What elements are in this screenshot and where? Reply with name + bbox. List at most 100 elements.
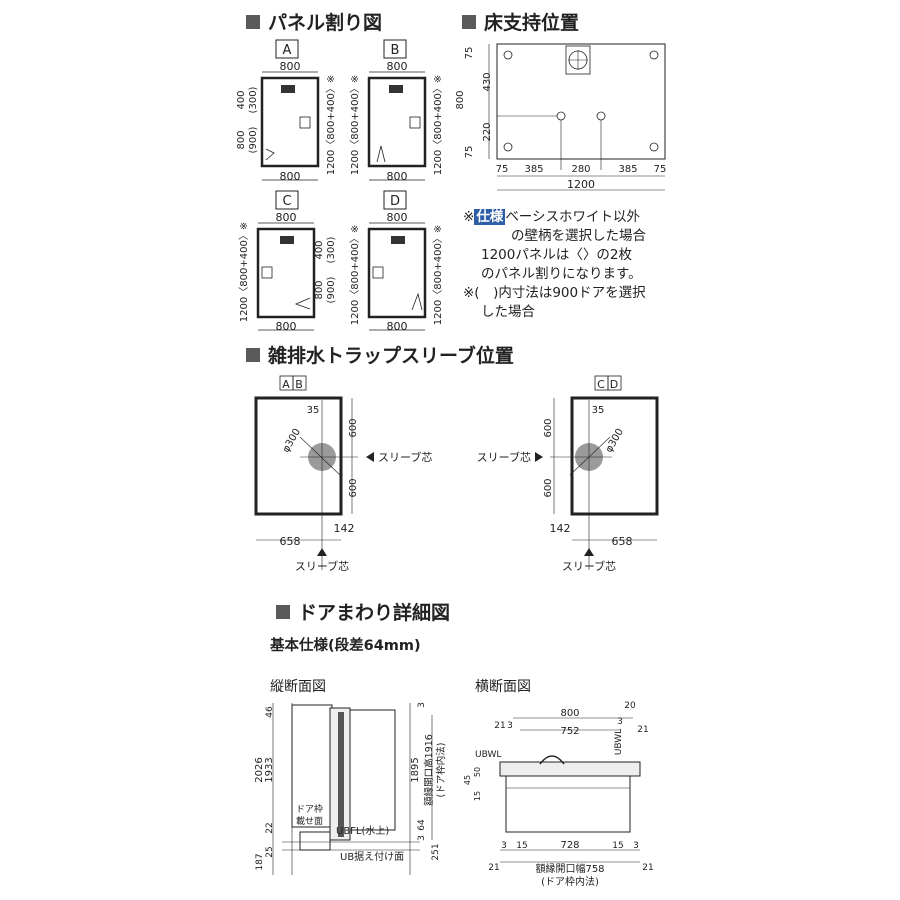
section-title-drain-text: 雑排水トラップスリーブ位置 <box>268 345 514 367</box>
section-title-door: ドアまわり詳細図 <box>276 598 450 625</box>
h-dim-b-3-left: 3 <box>501 841 507 851</box>
vertical-section-title: 縦断面図 <box>270 679 326 695</box>
panel-a-bottom-dim: 800 <box>280 170 301 183</box>
drain-left-diameter: φ300 <box>281 427 303 455</box>
v-dim-r-3-top: 3 <box>417 702 427 708</box>
panel-c-lower: 800 <box>314 280 325 299</box>
note-line-1: ※仕様ベーシスホワイト以外 <box>463 209 641 225</box>
panel-d-faucet-icon <box>391 236 405 244</box>
panel-b-height: 1200〈800+400〉※ <box>349 75 361 175</box>
v-dim-25: 25 <box>265 846 275 857</box>
h-dim-45: 45 <box>463 775 472 785</box>
panel-b-faucet-icon <box>389 85 403 93</box>
floor-dim-left-3: 220 <box>482 122 493 141</box>
panel-d-outline <box>367 227 427 319</box>
support-foot-icon <box>503 50 513 60</box>
floor-total-height: 800 <box>455 90 466 109</box>
panel-c-faucet-icon <box>280 236 294 244</box>
panel-d-height: 1200〈800+400〉※ <box>349 225 361 325</box>
h-opening-box <box>505 775 631 833</box>
section-square-icon <box>276 604 290 619</box>
h-dim-21-left-top: 21 <box>494 721 505 731</box>
panel-c-top-dim: 800 <box>276 211 297 224</box>
note-line-2: の壁柄を選択した場合 <box>511 228 646 244</box>
panel-c-letter: C <box>282 194 291 209</box>
panel-d-triangle-icon <box>411 292 423 311</box>
h-opening: 額縁開口幅758 <box>535 862 604 875</box>
v-dim-r-3-bottom: 3 <box>417 835 427 841</box>
vertical-door-panel <box>338 712 344 837</box>
vertical-base <box>299 831 331 851</box>
panel-b-height-right: 1200〈800+400〉※ <box>432 75 444 175</box>
drain-right-sleeve-core-bottom: スリーブ芯 <box>562 559 616 573</box>
floor-dim-left-1: 75 <box>464 47 475 60</box>
v-dim-187: 187 <box>255 853 265 870</box>
panel-c-box-icon <box>261 266 273 279</box>
horizontal-section: 800 752 20 21 3 3 21 UBWL UBWL 45 50 15 … <box>463 701 654 888</box>
v-dim-2026: 2026 <box>254 757 265 782</box>
panel-a-triangle-icon <box>265 148 275 161</box>
panel-c: C 800 800 1200〈800+400〉※ 400 (300) 800 (… <box>238 190 337 333</box>
panel-c-upper-alt: (300) <box>326 236 337 263</box>
h-door-frame <box>499 761 641 777</box>
vertical-bath-wall <box>349 709 396 831</box>
h-dim-3-left-top: 3 <box>507 721 513 731</box>
panel-c-height: 1200〈800+400〉※ <box>238 222 250 322</box>
h-dim-b-3-right: 3 <box>633 841 639 851</box>
panel-c-outline <box>256 227 316 319</box>
drain-box <box>565 45 591 75</box>
h-dim-728: 728 <box>560 840 579 851</box>
v-opening-sub: (ドア枠内法) <box>435 743 447 798</box>
panel-b-letter: B <box>391 43 400 58</box>
door-frame-label-2: 載せ面 <box>296 815 323 827</box>
section-title-drain: 雑排水トラップスリーブ位置 <box>246 341 514 368</box>
h-dim-21-right-top: 21 <box>637 725 648 735</box>
panel-b-outline <box>367 76 427 168</box>
drain-left-label-a: A <box>282 378 290 391</box>
panel-a-lower-alt: (900) <box>248 126 259 153</box>
h-dim-20: 20 <box>624 701 636 711</box>
floor-dim-bottom-2: 385 <box>524 164 543 175</box>
drain-left-35: 35 <box>307 405 320 416</box>
drain-left-600-top: 600 <box>348 418 359 437</box>
floor-outline <box>496 43 666 160</box>
v-dim-64: 64 <box>417 819 427 831</box>
ubwl-left: UBWL <box>475 750 501 760</box>
panel-a-outline <box>260 76 320 168</box>
panel-d-letter: D <box>390 194 400 209</box>
drain-left-sleeve-core-right: スリーブ芯 <box>378 450 432 464</box>
v-dim-1895: 1895 <box>410 757 421 782</box>
drain-left-142: 142 <box>334 522 355 535</box>
drain-right-diameter: φ300 <box>604 427 626 455</box>
horizontal-section-title: 横断面図 <box>475 679 531 695</box>
h-opening-sub: (ドア枠内法) <box>541 875 599 888</box>
panel-a-upper: 400 <box>236 90 247 109</box>
panel-d-height-right: 1200〈800+400〉※ <box>432 225 444 325</box>
floor-total-width: 1200 <box>567 178 595 191</box>
panel-a-letter: A <box>283 43 292 58</box>
h-door-handle-icon <box>539 755 565 765</box>
note-line-3: 1200パネルは〈〉の2枚 <box>481 247 632 263</box>
drain-left-sleeve-core-bottom: スリーブ芯 <box>295 559 349 573</box>
drain-right-label-d: D <box>610 378 618 391</box>
panel-d: D 800 800 1200〈800+400〉※ 1200〈800+400〉※ <box>349 190 444 333</box>
floor-dim-bottom-3: 280 <box>571 164 590 175</box>
floor-dim-left-4: 75 <box>464 146 475 159</box>
h-dim-21-right-bottom: 21 <box>642 863 653 873</box>
note-line-5: ※( )内寸法は900ドアを選択 <box>463 285 646 301</box>
panel-a-height: 1200〈800+400〉※ <box>325 75 337 175</box>
section-title-panel: パネル割り図 <box>246 8 382 35</box>
panel-b-bottom-dim: 800 <box>387 170 408 183</box>
h-dim-3-right-top: 3 <box>617 717 623 727</box>
panel-a: A 800 800 400 (300) 800 (900) 1200〈800+4… <box>236 39 337 183</box>
door-subtitle: 基本仕様(段差64mm) <box>270 638 421 654</box>
panel-d-letter-box <box>383 190 407 210</box>
ubfl-label: UBFL(水上) <box>336 825 389 837</box>
section-square-icon <box>246 14 260 29</box>
drain-right-sleeve-core-left: スリーブ芯 <box>477 450 531 464</box>
panel-b-triangle-icon <box>376 145 386 163</box>
support-foot-icon <box>596 111 606 121</box>
section-title-door-text: ドアまわり詳細図 <box>298 602 451 624</box>
section-square-icon <box>246 347 260 362</box>
note-line-6: した場合 <box>481 304 535 320</box>
